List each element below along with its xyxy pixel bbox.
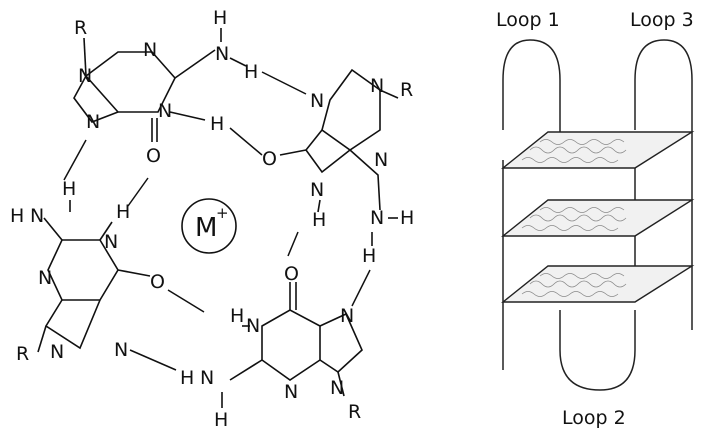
atom-n: N: [284, 381, 298, 403]
loop-2-label: Loop 2: [562, 407, 626, 429]
atom-r: R: [348, 401, 361, 423]
atom-n: N: [374, 149, 388, 171]
atom-h: H: [214, 409, 228, 431]
atom-r: R: [16, 343, 29, 365]
loop-1-strand: [502, 39, 561, 145]
atom-n: N: [330, 377, 344, 399]
atom-n: N: [50, 341, 64, 363]
atom-n: N: [370, 207, 384, 229]
atom-h: H: [213, 7, 227, 29]
atom-h: H: [180, 367, 194, 389]
atom-n: N: [143, 39, 157, 61]
g-quadruplex: Loop 1 Loop 3 Loop 2: [496, 9, 695, 429]
loop-3-strand: [634, 39, 693, 330]
metal-charge: +: [216, 204, 229, 222]
atom-o: O: [146, 145, 161, 167]
atom-h: H: [230, 305, 244, 327]
atom-n: N: [310, 179, 324, 201]
atom-h: H: [62, 178, 76, 200]
quartet-plate: [501, 265, 695, 303]
atom-h: H: [362, 245, 376, 267]
atom-n: N: [38, 267, 52, 289]
atom-r: R: [400, 79, 413, 101]
atom-h: H: [210, 113, 224, 135]
atom-h: H: [10, 205, 24, 227]
atom-r: R: [74, 17, 87, 39]
atom-h: H: [244, 61, 258, 83]
atom-n: N: [30, 205, 44, 227]
loop-2-strand: [559, 310, 636, 391]
atom-n: N: [86, 111, 100, 133]
atom-n: N: [310, 90, 324, 112]
hydrogen-bonds: [63, 71, 371, 371]
g-quartet: R N N N N O N H H H N N R O N N H: [10, 7, 414, 431]
quartet-plate: [501, 199, 695, 237]
loop-1-label: Loop 1: [496, 9, 560, 31]
guanine-bottom-right: O N H N N N H N H R: [180, 263, 363, 431]
metal-cation: M +: [181, 198, 237, 254]
atom-n: N: [246, 315, 260, 337]
guanine-bottom-left: H N H H N N O N N R: [10, 178, 165, 365]
atom-n: N: [114, 339, 128, 361]
metal-label: M: [195, 213, 217, 243]
guanine-top-left: R N N N N O N H H H: [73, 7, 258, 167]
atom-n: N: [370, 75, 384, 97]
quartet-plate: [501, 131, 695, 169]
atom-h: H: [400, 207, 414, 229]
atom-n: N: [215, 43, 229, 65]
atom-n: N: [340, 305, 354, 327]
atom-h: H: [312, 209, 326, 231]
atom-o: O: [150, 271, 165, 293]
atom-n: N: [78, 65, 92, 87]
loop-3-label: Loop 3: [630, 9, 694, 31]
guanine-top-right: N N R O N N H N H H: [262, 68, 414, 267]
atom-n: N: [158, 100, 172, 122]
atom-n: N: [104, 231, 118, 253]
atom-h: H: [116, 201, 130, 223]
atom-o: O: [284, 263, 299, 285]
atom-o: O: [262, 148, 277, 170]
atom-n: N: [200, 367, 214, 389]
